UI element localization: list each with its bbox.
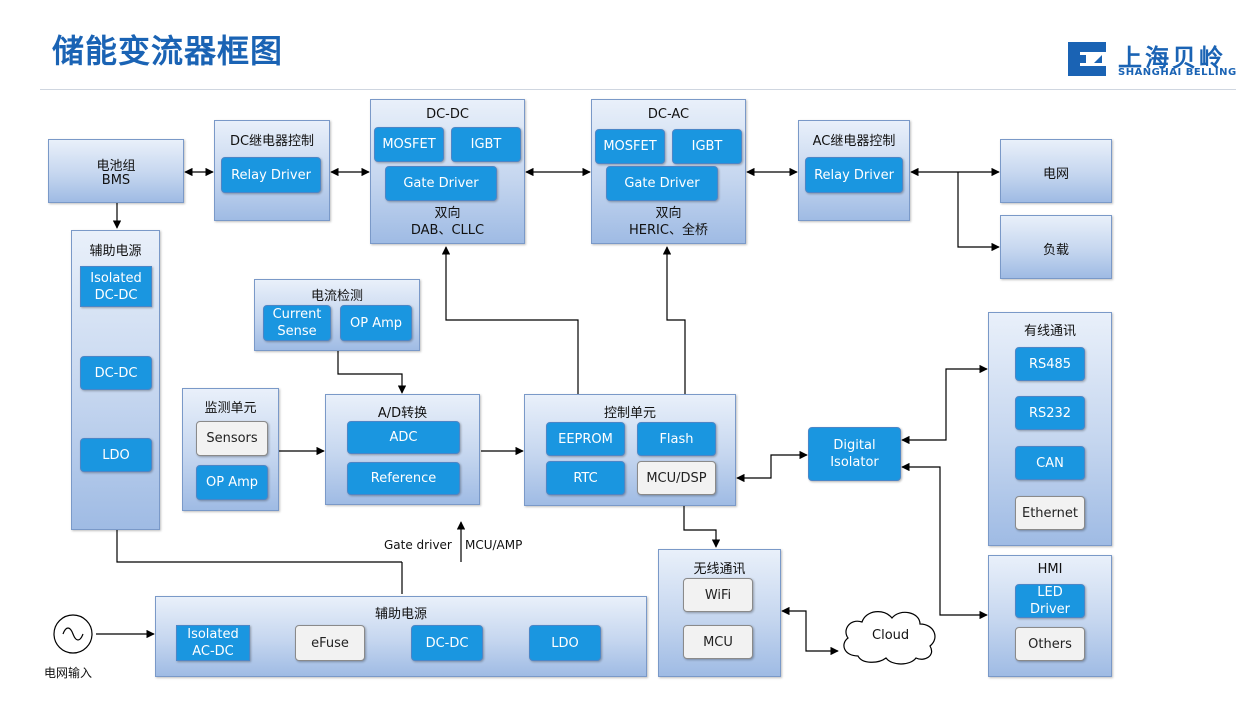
- wired-title: 有线通讯: [1023, 324, 1076, 339]
- aux-left-dcdc: DC-DC: [80, 356, 152, 390]
- dcac-gate-driver: Gate Driver: [606, 166, 718, 201]
- control-rtc: RTC: [546, 461, 625, 495]
- battery-bms-box: 电池组 BMS: [48, 139, 184, 203]
- monitor-sensors: Sensors: [196, 421, 268, 456]
- current-opamp-block: OP Amp: [340, 305, 412, 341]
- monitor-opamp: OP Amp: [196, 465, 268, 500]
- aux-left-ldo: LDO: [80, 438, 152, 472]
- dcac-desc-2: HERIC、全桥: [629, 223, 708, 238]
- ad-title: A/D转换: [377, 406, 428, 421]
- wired-rs485: RS485: [1015, 347, 1085, 381]
- wired-rs232: RS232: [1015, 396, 1085, 430]
- ad-adc: ADC: [347, 421, 460, 454]
- header-divider: [40, 89, 1236, 90]
- ad-reference: Reference: [347, 462, 460, 495]
- dcac-igbt: IGBT: [672, 129, 742, 164]
- aux-bottom-efuse: eFuse: [295, 625, 365, 661]
- dcac-mosfet: MOSFET: [595, 129, 665, 164]
- cloud-icon: [843, 611, 936, 665]
- dcdc-desc-2: DAB、CLLC: [410, 223, 485, 238]
- wireless-title: 无线通讯: [693, 562, 746, 577]
- current-sense-title: 电流检测: [310, 289, 363, 304]
- dc-relay-driver: Relay Driver: [221, 157, 321, 193]
- grid-label: 电网: [1042, 167, 1069, 182]
- hmi-others: Others: [1015, 627, 1085, 661]
- dcdc-igbt: IGBT: [451, 127, 521, 162]
- control-mcu-dsp: MCU/DSP: [637, 461, 716, 495]
- logo-text-cn: 上海贝岭: [1118, 44, 1226, 72]
- control-flash: Flash: [637, 422, 716, 456]
- ac-relay-driver: Relay Driver: [805, 157, 903, 193]
- aux-left-isolated-dcdc: Isolated DC-DC: [80, 266, 152, 307]
- page-title: 储能变流器框图: [52, 32, 284, 70]
- grid-input-label: 电网输入: [44, 666, 93, 680]
- cloud-label: Cloud: [872, 628, 910, 643]
- logo-mark-icon: [1068, 42, 1106, 76]
- aux-bottom-isolated-acdc: Isolated AC-DC: [176, 625, 250, 661]
- dc-relay-title: DC继电器控制: [229, 134, 315, 149]
- monitor-title: 监测单元: [204, 401, 257, 416]
- dcdc-gate-driver: Gate Driver: [385, 166, 497, 201]
- hmi-led-driver: LED Driver: [1015, 584, 1085, 618]
- control-eeprom: EEPROM: [546, 422, 625, 456]
- mcu-amp-label: MCU/AMP: [465, 538, 523, 552]
- wireless-mcu: MCU: [683, 625, 753, 659]
- aux-bottom-title: 辅助电源: [374, 607, 427, 622]
- grid-box: 电网: [1000, 139, 1112, 203]
- battery-label: 电池组: [96, 159, 136, 174]
- aux-bottom-ldo: LDO: [529, 625, 601, 661]
- current-sense-block: Current Sense: [263, 305, 331, 341]
- ac-source-icon: [53, 614, 93, 654]
- dcac-desc-1: 双向: [655, 206, 682, 221]
- digital-isolator: Digital Isolator: [808, 427, 901, 481]
- gate-driver-label: Gate driver: [384, 538, 452, 552]
- load-label: 负载: [1042, 243, 1069, 258]
- aux-bottom-dcdc: DC-DC: [411, 625, 483, 661]
- wireless-wifi: WiFi: [683, 578, 753, 612]
- control-title: 控制单元: [603, 406, 656, 421]
- bms-label: BMS: [101, 173, 131, 188]
- dcac-title: DC-AC: [647, 107, 690, 122]
- dcdc-desc-1: 双向: [434, 206, 461, 221]
- hmi-title: HMI: [1037, 562, 1063, 577]
- aux-left-title: 辅助电源: [89, 244, 142, 259]
- dcdc-title: DC-DC: [426, 107, 469, 122]
- wired-can: CAN: [1015, 446, 1085, 480]
- dcdc-mosfet: MOSFET: [374, 127, 444, 162]
- ac-relay-title: AC继电器控制: [812, 134, 896, 149]
- wired-ethernet: Ethernet: [1015, 496, 1085, 530]
- load-box: 负载: [1000, 215, 1112, 279]
- logo-text-en: SHANGHAI BELLING: [1118, 67, 1237, 78]
- company-logo: 上海贝岭 SHANGHAI BELLING: [1064, 38, 1239, 82]
